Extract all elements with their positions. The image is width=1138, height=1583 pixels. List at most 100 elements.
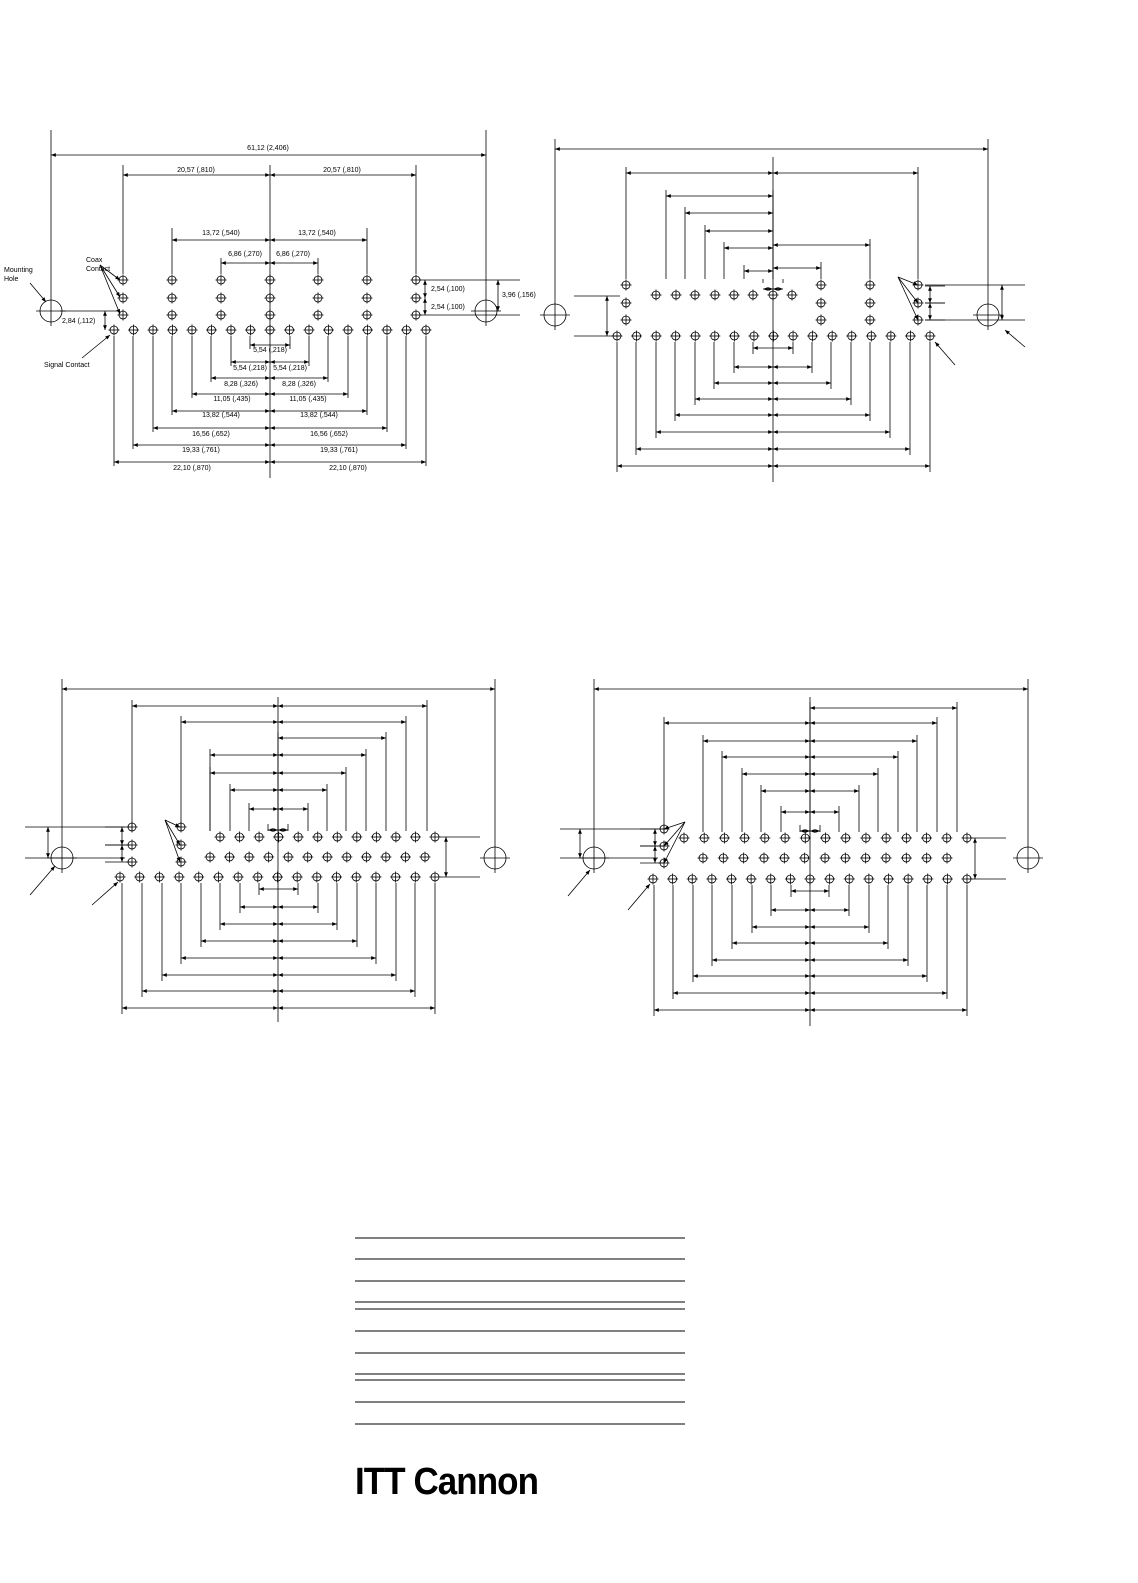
contact-symbol — [224, 851, 236, 863]
contact-symbol — [786, 289, 798, 301]
mounting-hole-label-line2: Hole — [4, 276, 19, 283]
contact-symbol — [804, 873, 816, 885]
contact-symbol — [941, 832, 953, 844]
contact-symbol — [799, 832, 811, 844]
contact-symbol — [175, 856, 187, 868]
contact-symbol — [215, 309, 227, 321]
contact-symbol — [410, 292, 422, 304]
contact-symbol — [186, 324, 198, 336]
coax-mid-left-label: 13,72 (,540) — [202, 230, 240, 237]
contact-symbol — [865, 330, 877, 342]
contact-symbol — [728, 289, 740, 301]
contact-symbol — [117, 292, 129, 304]
contact-symbol — [429, 831, 441, 843]
leader-arrow — [897, 276, 919, 286]
contact-symbol — [650, 330, 662, 342]
overall-width-label: 61,12 (2,406) — [247, 145, 289, 152]
signal-contact-label: Signal Contact — [44, 362, 90, 369]
contact-symbol — [390, 871, 402, 883]
contact-symbol — [380, 851, 392, 863]
sig-7-right-label: 19,33 (,761) — [320, 447, 358, 454]
contact-symbol — [864, 297, 876, 309]
leader-arrow — [897, 276, 919, 304]
contact-symbol — [864, 279, 876, 291]
contact-symbol — [232, 871, 244, 883]
contact-symbol — [820, 832, 831, 844]
contact-symbol — [902, 873, 914, 885]
contact-symbol — [709, 289, 721, 301]
contact-symbol — [728, 330, 740, 342]
contact-symbol — [900, 852, 912, 864]
contact-symbol — [215, 274, 227, 286]
contact-symbol — [941, 873, 953, 885]
contact-symbol — [215, 292, 227, 304]
contact-symbol — [650, 289, 662, 301]
contact-symbol — [331, 831, 343, 843]
contact-symbol — [166, 309, 178, 321]
contact-symbol — [860, 832, 872, 844]
mounting-hole — [1013, 843, 1043, 873]
contact-symbol — [117, 309, 129, 321]
contact-symbol — [312, 292, 324, 304]
leader-arrow — [164, 819, 181, 863]
contact-symbol — [689, 289, 701, 301]
contact-symbol — [212, 871, 224, 883]
contact-symbol — [331, 871, 343, 883]
panel-b-footprint — [540, 139, 1026, 482]
panel-d-footprint — [560, 679, 1043, 1026]
sig-2-right-label: 5,54 (,218) — [273, 365, 307, 372]
leader-arrow — [627, 883, 651, 911]
contact-symbol — [620, 297, 632, 309]
contact-symbol — [370, 831, 382, 843]
coax-mid-right-label: 13,72 (,540) — [298, 230, 336, 237]
contact-symbol — [807, 330, 819, 342]
contact-symbol — [941, 852, 953, 864]
contact-symbol — [134, 871, 146, 883]
sig-3-right-label: 8,28 (,326) — [282, 381, 316, 388]
contact-symbol — [698, 832, 710, 844]
leader-arrow — [29, 865, 56, 896]
contact-symbol — [361, 309, 373, 321]
coax-outer-left-label: 20,57 (,810) — [177, 167, 215, 174]
contact-symbol — [620, 314, 632, 326]
contact-symbol — [678, 832, 690, 844]
contact-symbol — [670, 330, 682, 342]
sig-7-left-label: 19,33 (,761) — [182, 447, 220, 454]
contact-symbol — [739, 832, 751, 844]
contact-symbol — [147, 324, 159, 336]
contact-symbol — [748, 330, 760, 342]
contact-symbol — [381, 324, 393, 336]
contact-symbol — [303, 324, 315, 336]
contact-symbol — [291, 871, 303, 883]
contact-symbol — [282, 851, 294, 863]
contact-symbol — [341, 851, 353, 863]
contact-symbol — [880, 852, 892, 864]
contact-symbol — [839, 852, 851, 864]
contact-symbol — [864, 314, 876, 326]
contact-symbol — [409, 871, 421, 883]
contact-symbol — [747, 289, 759, 301]
leader-arrow — [99, 264, 121, 298]
contact-symbol — [362, 324, 373, 336]
contact-symbol — [667, 873, 679, 885]
contact-symbol — [921, 852, 933, 864]
leader-arrow — [81, 334, 111, 359]
contact-symbol — [175, 821, 187, 833]
contact-symbol — [108, 324, 120, 336]
leader-arrow — [1004, 329, 1026, 348]
contact-symbol — [264, 274, 276, 286]
contact-symbol — [738, 852, 750, 864]
contact-symbol — [815, 279, 827, 291]
contact-symbol — [284, 324, 295, 336]
contact-symbol — [175, 839, 187, 851]
contact-symbol — [234, 831, 246, 843]
contact-symbol — [167, 324, 178, 336]
contact-symbol — [173, 871, 185, 883]
contact-symbol — [361, 274, 373, 286]
contact-symbol — [312, 274, 324, 286]
contact-symbol — [840, 832, 852, 844]
contact-symbol — [815, 297, 827, 309]
panel-a-footprint — [29, 130, 520, 478]
contact-symbol — [883, 873, 894, 885]
